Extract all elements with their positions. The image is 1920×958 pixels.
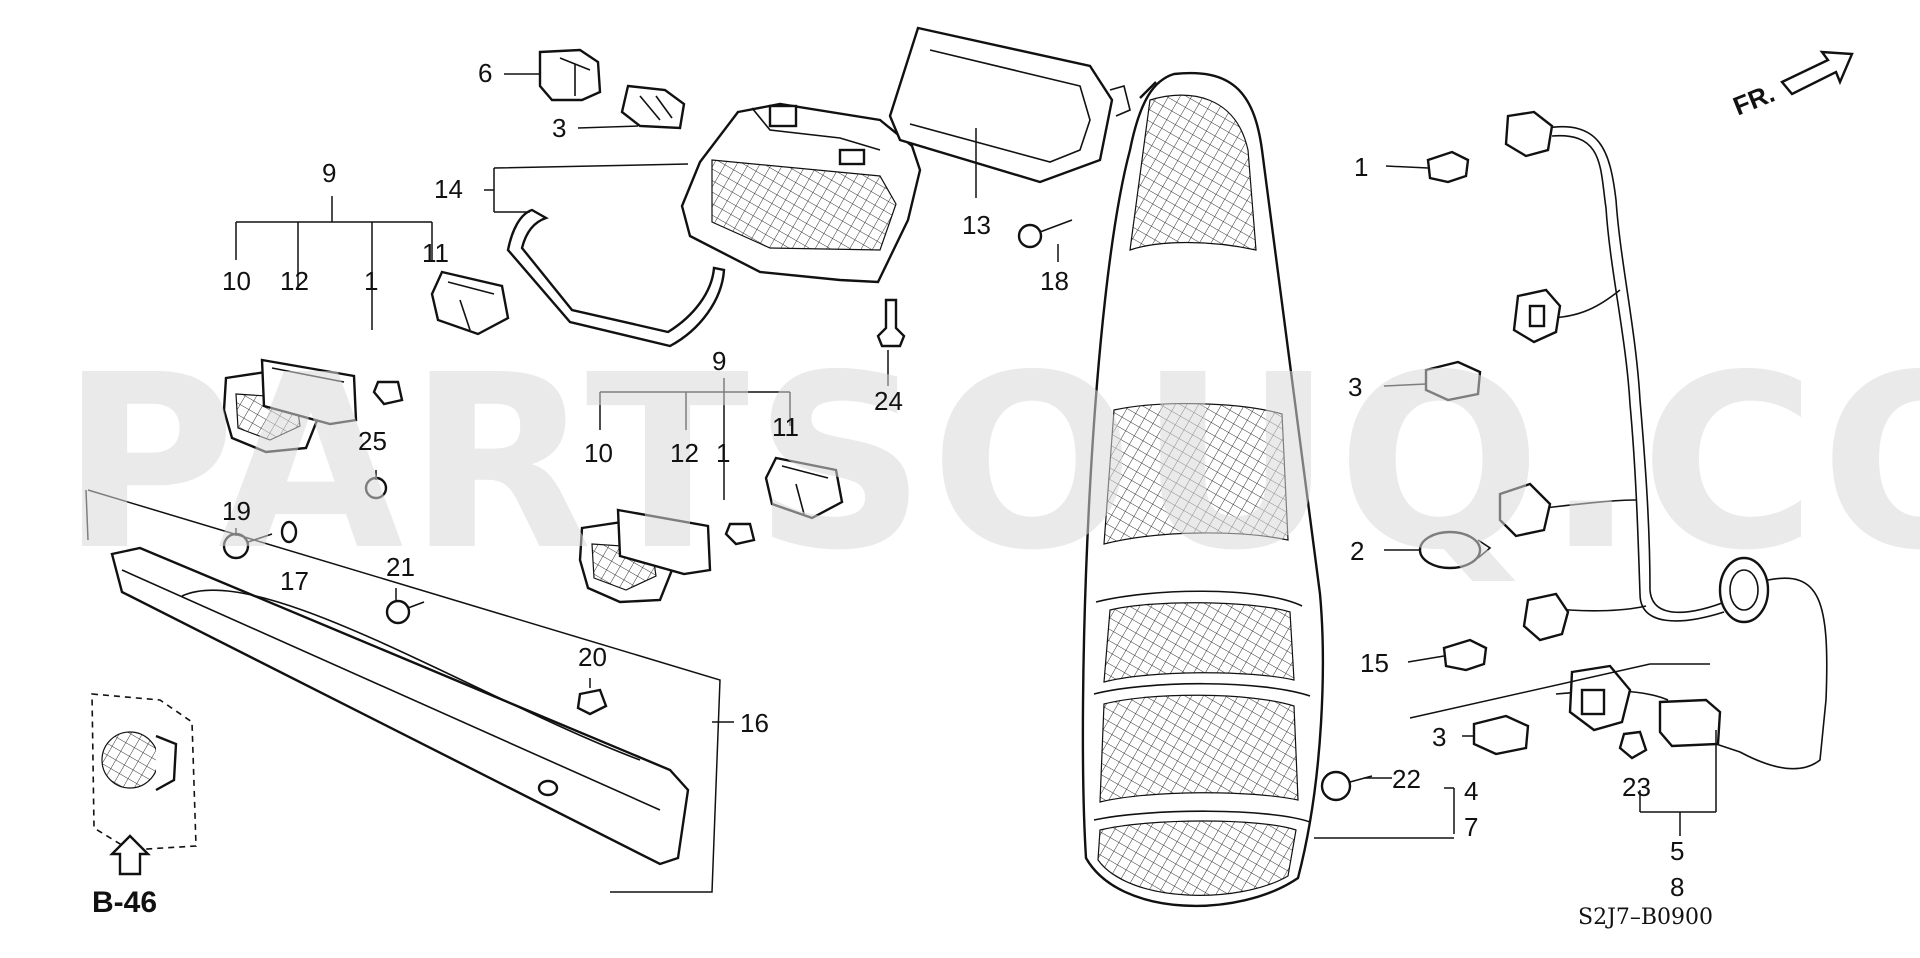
socket-bulb-2[interactable] <box>1498 482 1552 538</box>
high-mount-stop-light[interactable] <box>680 102 922 284</box>
bolt-part-19[interactable] <box>222 532 273 560</box>
leader-lines <box>235 73 1717 839</box>
reference-b46[interactable]: B-46 <box>92 886 157 919</box>
socket-bulb-1[interactable] <box>1504 110 1554 158</box>
callout-10: 10 <box>222 266 251 296</box>
watermark: PARTSOUQ.COM <box>60 323 1920 603</box>
license-garnish[interactable] <box>110 546 690 866</box>
clip-part-22[interactable] <box>1320 770 1373 802</box>
front-label: FR. <box>1729 78 1779 122</box>
callout-12-b: 12 <box>670 438 699 468</box>
stop-light-gasket[interactable] <box>506 208 726 348</box>
callout-3-b: 3 <box>1348 372 1362 402</box>
bulb-part-3-lower[interactable] <box>1472 714 1530 756</box>
callout-15: 15 <box>1360 648 1389 678</box>
callout-1: 1 <box>364 266 378 296</box>
stop-light-cover[interactable] <box>888 26 1131 184</box>
bulb-part-3-right[interactable] <box>1424 360 1482 402</box>
callout-11: 11 <box>422 238 449 268</box>
callout-9: 9 <box>322 158 336 188</box>
clip-part-21[interactable] <box>385 599 425 625</box>
callout-14: 14 <box>434 174 463 204</box>
socket-bulb-3-lower[interactable] <box>1568 664 1632 732</box>
callout-6: 6 <box>478 58 492 88</box>
callout-3-c: 3 <box>1432 722 1446 752</box>
license-light-right[interactable] <box>578 456 844 604</box>
bulb-part-15[interactable] <box>1442 638 1488 672</box>
callout-labels: 6 3 9 14 13 18 10 12 1 11 24 25 9 10 12 … <box>222 58 1684 902</box>
screw-part-24[interactable] <box>876 298 906 348</box>
cap-b46[interactable] <box>91 693 197 876</box>
callout-2: 2 <box>1350 536 1364 566</box>
tail-light-lens[interactable] <box>1081 71 1325 908</box>
front-direction-arrow <box>1780 50 1854 96</box>
callout-18: 18 <box>1040 266 1069 296</box>
socket-bulb-3[interactable] <box>1512 288 1562 344</box>
socket-bulb-15[interactable] <box>1522 592 1570 642</box>
callout-23: 23 <box>1622 772 1651 802</box>
diagram-code: S2J7–B0900 <box>1578 905 1713 930</box>
grommet[interactable] <box>1718 556 1770 624</box>
callout-1-c: 1 <box>1354 152 1368 182</box>
callout-1-b: 1 <box>716 438 730 468</box>
wiring-harness[interactable] <box>1543 125 1828 770</box>
callout-11-b: 11 <box>772 412 799 442</box>
callout-3: 3 <box>552 113 566 143</box>
socket-part-6[interactable] <box>538 48 602 102</box>
license-light-left[interactable] <box>222 270 510 454</box>
bulb-part-3-top[interactable] <box>620 84 686 130</box>
clip-part-23[interactable] <box>1618 730 1648 760</box>
callout-17: 17 <box>280 566 309 596</box>
callout-9-b: 9 <box>712 346 726 376</box>
callout-24: 24 <box>874 386 903 416</box>
nut-part-20[interactable] <box>576 688 608 716</box>
garnish-frame <box>85 489 721 893</box>
bulb-part-1-right[interactable] <box>1426 150 1470 184</box>
callout-16: 16 <box>740 708 769 738</box>
washer-part-17[interactable] <box>280 520 298 544</box>
callout-8: 8 <box>1670 872 1684 902</box>
callout-13: 13 <box>962 210 991 240</box>
callout-4: 4 <box>1464 776 1478 806</box>
callout-10-b: 10 <box>584 438 613 468</box>
callout-22: 22 <box>1392 764 1421 794</box>
callout-20: 20 <box>578 642 607 672</box>
callout-7: 7 <box>1464 812 1478 842</box>
callout-5: 5 <box>1670 836 1684 866</box>
harness-connector[interactable] <box>1658 698 1722 748</box>
callout-25: 25 <box>358 426 387 456</box>
callout-12: 12 <box>280 266 309 296</box>
bolt-part-18[interactable] <box>1017 219 1073 249</box>
callout-19: 19 <box>222 496 251 526</box>
callout-21: 21 <box>386 552 415 582</box>
